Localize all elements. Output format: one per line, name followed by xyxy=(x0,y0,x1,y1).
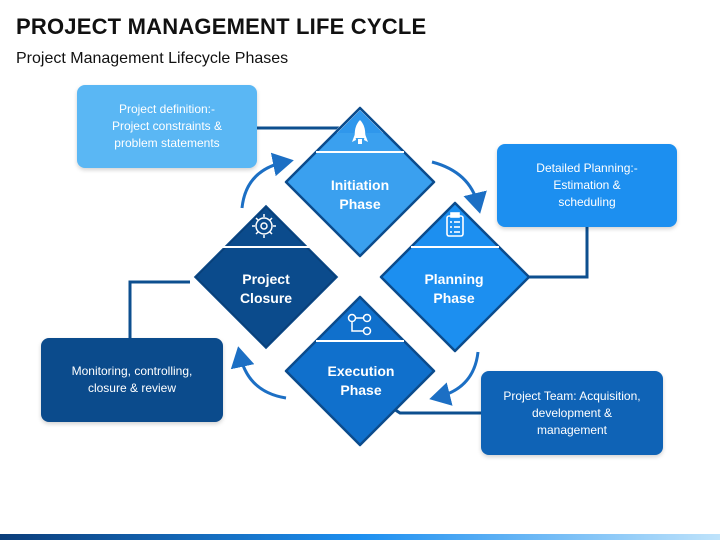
page-subtitle: Project Management Lifecycle Phases xyxy=(16,50,289,67)
connector-planning xyxy=(528,227,589,279)
planning-label-line1: Planning xyxy=(424,271,484,287)
closure-label-line1: Project xyxy=(242,271,290,287)
closure-diamond xyxy=(190,201,342,353)
callout-definition-line1: Project definition:- xyxy=(118,102,216,116)
callout-monitoring-line2: closure & review xyxy=(87,381,176,395)
callout-planning-line1: Detailed Planning:- xyxy=(536,161,638,175)
execution-label-line2: Phase xyxy=(340,382,382,398)
gears-process-icon xyxy=(347,313,372,336)
rocket-icon xyxy=(352,120,368,144)
execution-phase-label: Execution Phase xyxy=(301,362,421,400)
callout-planning-line2: Estimation & xyxy=(553,178,621,192)
callout-definition-line2: Project constraints & xyxy=(111,119,223,133)
project-team-callout: Project Team: Acquisition, development &… xyxy=(481,371,663,455)
callout-definition-line3: problem statements xyxy=(114,136,220,150)
connector-monitoring xyxy=(128,280,190,338)
initiation-diamond xyxy=(284,106,436,258)
arrow-closure-to-initiation xyxy=(240,152,294,209)
callout-team-line2: development & xyxy=(531,405,613,420)
initiation-label-line2: Phase xyxy=(339,196,381,212)
closure-label-line2: Closure xyxy=(239,290,293,306)
project-definition-callout: Project definition:- Project constraints… xyxy=(77,85,257,168)
execution-label-line1: Execution xyxy=(327,363,395,379)
initiation-label-line1: Initiation xyxy=(330,177,390,193)
callout-team-line1: Project Team: Acquisition, xyxy=(503,388,641,403)
arrow-planning-to-execution xyxy=(429,351,480,406)
cycle-arrows xyxy=(230,152,487,406)
execution-diamond xyxy=(284,295,436,447)
planning-diamond xyxy=(379,201,531,353)
monitoring-callout: Monitoring, controlling, closure & revie… xyxy=(41,338,223,422)
planning-phase-label: Planning Phase xyxy=(394,270,514,308)
detailed-planning-callout: Detailed Planning:- Estimation & schedul… xyxy=(497,144,677,227)
clipboard-checklist-icon xyxy=(446,212,464,237)
closure-phase-label: Project Closure xyxy=(206,270,326,308)
callout-monitoring-line1: Monitoring, controlling, xyxy=(71,364,193,378)
bottom-gradient-bar xyxy=(0,534,720,540)
page-title: PROJECT MANAGEMENT LIFE CYCLE xyxy=(16,14,427,39)
arrow-execution-to-closure xyxy=(230,346,287,400)
arrow-initiation-to-planning xyxy=(431,160,487,214)
planning-label-line2: Phase xyxy=(433,290,475,306)
lightbulb-gear-icon xyxy=(252,214,276,238)
initiation-phase-label: Initiation Phase xyxy=(300,176,420,214)
callout-planning-line3: scheduling xyxy=(558,195,616,209)
callout-team-line3: management xyxy=(536,422,608,437)
